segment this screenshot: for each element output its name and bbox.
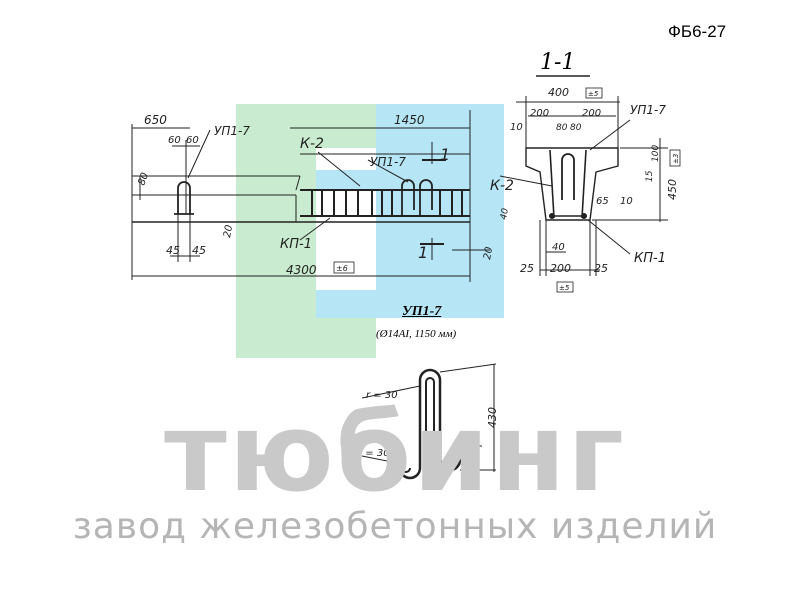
dim-15: 15 <box>645 170 655 182</box>
tol-section-bottom: ±5 <box>559 284 570 292</box>
beam-elevation <box>131 110 490 282</box>
detail-spec: (Ø14АI, 1150 мм) <box>376 328 457 340</box>
dim-4300: 4300 <box>286 263 317 277</box>
radius-bottom: r = 30 <box>358 448 390 459</box>
label-k2-section: К-2 <box>490 178 514 194</box>
label-up-left: УП1-7 <box>214 124 250 138</box>
logo-green-foot <box>316 318 376 358</box>
dim-100: 100 <box>651 145 661 162</box>
tol-section-top: ±5 <box>588 90 599 98</box>
cross-section <box>499 75 668 276</box>
dim-40-b: 40 <box>552 242 565 253</box>
dim-430: 430 <box>486 407 499 428</box>
dim-25-a: 25 <box>520 262 534 275</box>
dim-650: 650 <box>144 113 167 127</box>
label-kp1-elev: КП-1 <box>280 237 312 252</box>
dim-40-a: 40 <box>499 207 511 220</box>
lift-loops-mid <box>401 179 433 216</box>
tol-elev: ±6 <box>336 264 348 273</box>
dim-1450: 1450 <box>394 113 425 127</box>
dim-20-b: 20 <box>482 246 495 260</box>
dim-10-a: 10 <box>510 122 523 133</box>
dim-20-a: 20 <box>222 224 235 238</box>
dim-450: 450 <box>666 179 679 200</box>
dim-200-c: 200 <box>550 262 571 275</box>
logo-blue-bottom <box>316 290 504 318</box>
logo-blue-inner <box>316 170 376 190</box>
dim-65: 65 <box>596 196 609 207</box>
drawing-code: ФБ6-27 <box>668 22 727 41</box>
logo-green-top <box>236 104 376 148</box>
label-k2-elev: К-2 <box>300 136 324 152</box>
dim-200-b: 200 <box>582 108 601 119</box>
cut-mark-bottom: 1 <box>418 243 428 262</box>
dim-60-a: 60 <box>168 135 181 146</box>
dim-130: 130 <box>469 449 479 466</box>
dim-80-a: 80 <box>556 123 568 133</box>
dim-400: 400 <box>548 86 569 99</box>
lift-loop-left <box>174 181 194 215</box>
cut-mark-top: 1 <box>440 145 450 164</box>
dim-45-b: 45 <box>192 244 206 257</box>
logo-blue-top <box>376 104 504 148</box>
dim-200-a: 200 <box>530 108 549 119</box>
dim-25-b: 25 <box>594 262 608 275</box>
cage-stirrups <box>311 190 463 216</box>
tol-section-right: ±3 <box>672 154 680 164</box>
label-up-mid: УП1-7 <box>370 155 406 169</box>
dim-45-a: 45 <box>166 244 180 257</box>
detail-title: УП1-7 <box>402 304 442 319</box>
radius-top: r = 30 <box>366 390 398 401</box>
loop-outer <box>418 368 462 472</box>
label-kp1-section: КП-1 <box>634 251 666 266</box>
label-up-section: УП1-7 <box>630 103 666 117</box>
loop-detail <box>361 363 497 480</box>
dim-80: 80 <box>136 171 151 187</box>
dim-80-b: 80 <box>570 123 582 133</box>
dim-10-b: 10 <box>620 196 633 207</box>
watermark-title: тюбинг <box>164 391 626 516</box>
watermark-subtitle: завод железобетонных изделий <box>72 506 718 547</box>
section-title: 1-1 <box>540 50 576 75</box>
dim-60-b: 60 <box>186 135 199 146</box>
